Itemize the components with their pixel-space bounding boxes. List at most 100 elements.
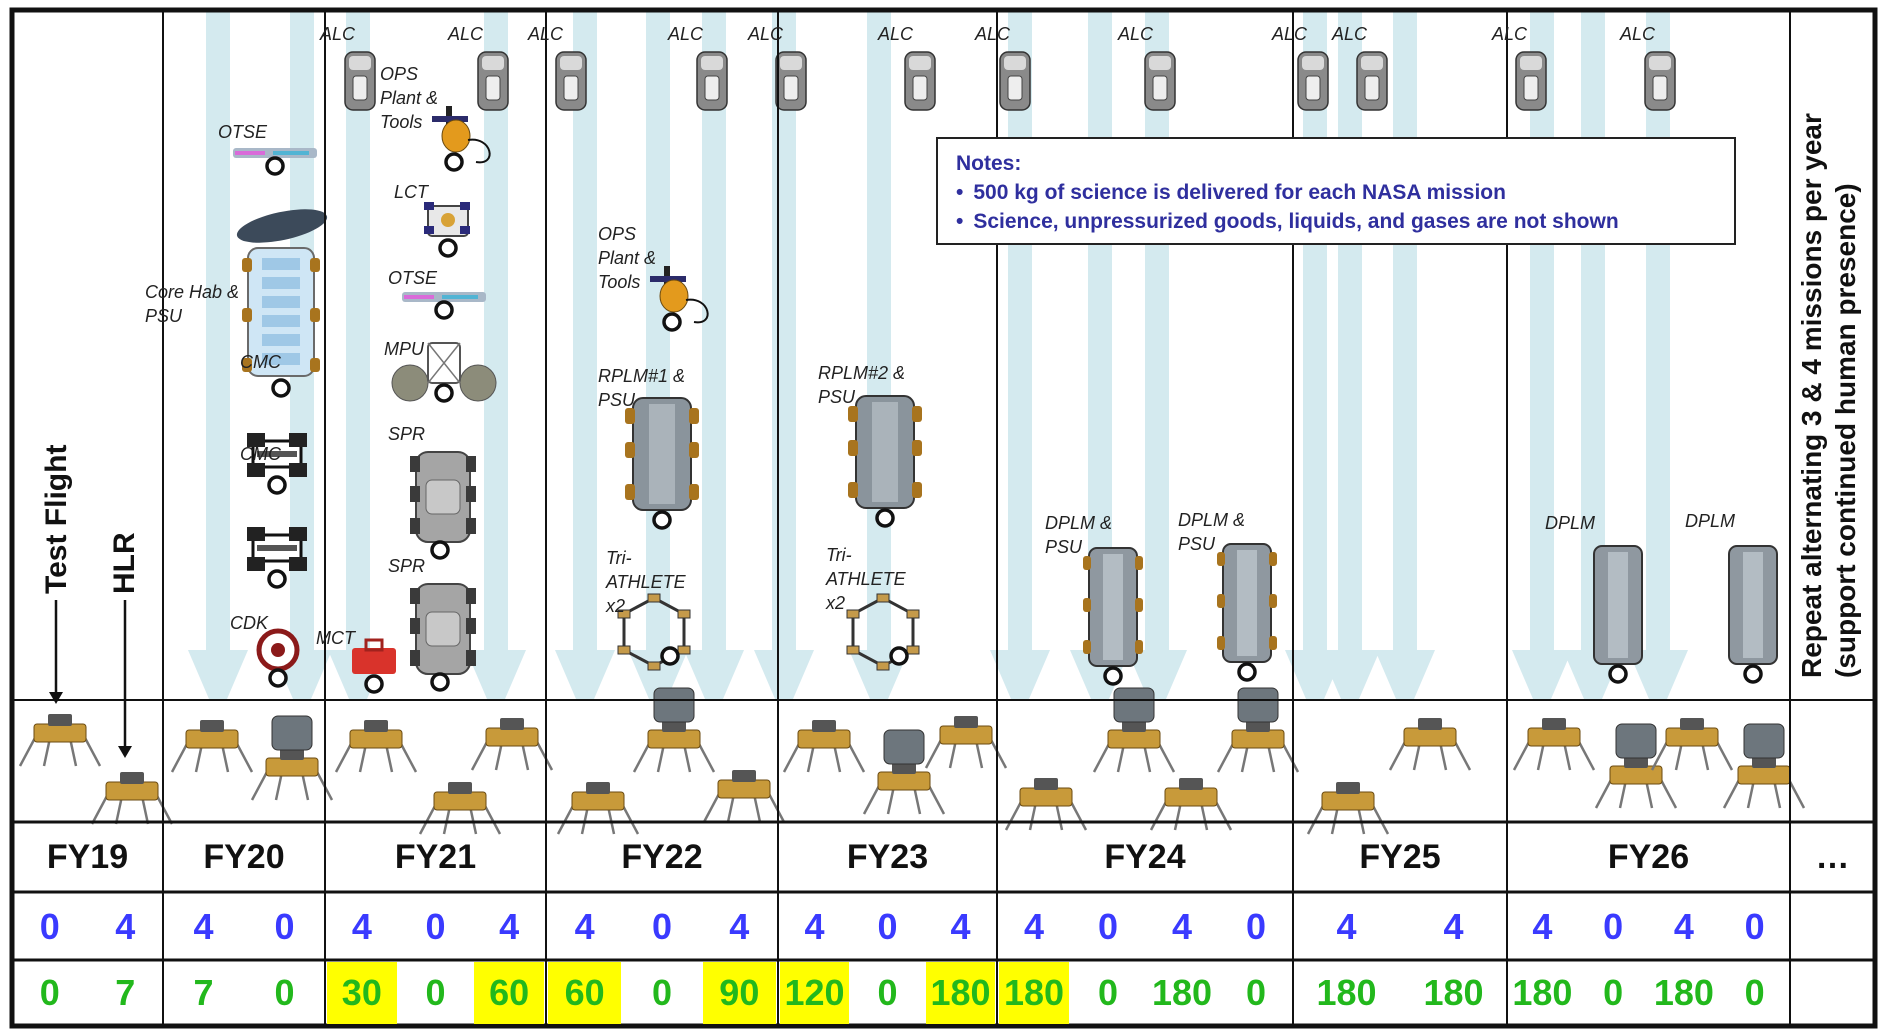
lander-legs [418,803,502,835]
docking-ring-icon [889,646,909,666]
dplm-thruster [1083,556,1091,570]
dplm-thruster [1269,594,1277,608]
lander-top [1418,718,1442,730]
lander-deck [1737,765,1791,785]
rplm-thruster [912,482,922,498]
hab-thruster [242,308,252,322]
spr-wheel [466,650,476,666]
lander-icon [170,720,254,773]
dplm-thruster [1217,552,1225,566]
rplm-thruster [625,408,635,424]
otse-stripe [404,295,434,299]
spr-hatch [425,611,461,647]
hab-panel [262,334,300,346]
lander-top [1542,718,1566,730]
lander-icon [1388,718,1472,771]
docking-ring-icon [265,156,285,176]
dplm-module-icon [1217,543,1277,682]
ops-arm [432,116,468,122]
lander-deck [1107,729,1161,749]
alc-cap [349,56,371,70]
alc-window [912,75,928,101]
rplm-thruster [848,482,858,498]
hab-thruster [310,258,320,272]
alc-window [485,75,501,101]
lct-icon [424,202,470,258]
alc-cap [1649,56,1671,70]
lander-deck [717,779,771,799]
lander-legs [782,741,866,773]
background-arrow [1285,10,1345,720]
lct-wheel [460,202,470,210]
lander-legs [556,803,640,835]
cmc-wheel [247,557,265,571]
lander-top [280,748,304,760]
lander-legs [1388,739,1472,771]
lander-deck [1665,727,1719,747]
lct-wheel [424,202,434,210]
lander-deck [433,791,487,811]
lander-top [1680,718,1704,730]
spr-wheel [466,456,476,472]
lander-deck [349,729,403,749]
alc-canister-icon [1644,51,1676,111]
background-arrow [328,10,388,720]
lander-top [1122,720,1146,732]
alc-cap [1004,56,1026,70]
docking-ring-icon [434,383,454,403]
lander-legs [1149,799,1233,831]
lander-legs [1650,739,1734,771]
lander-top [732,770,756,782]
cmc-bar [257,451,297,457]
alc-cap [701,56,723,70]
tri-athlete-icon [617,593,691,671]
docking-ring-icon [1743,664,1763,684]
mct-box [352,648,396,674]
lander-top [448,782,472,794]
docking-ring-icon [1237,662,1257,682]
otse-stripe [442,295,478,299]
hab-panel [262,353,300,365]
lander-icon [1512,718,1596,771]
lander-cargo [1237,687,1279,723]
background-arrow [684,10,744,720]
lander-deck [647,729,701,749]
docking-ring-icon [267,475,287,495]
ops-body [441,119,471,153]
alc-cap [1520,56,1542,70]
mpu-dish [459,364,497,402]
lander-cargo [1743,723,1785,759]
alc-cap [1149,56,1171,70]
lander-top [364,720,388,732]
lander-top [662,720,686,732]
docking-ring-icon [662,312,682,332]
spr-wheel [410,588,420,604]
dplm-thruster [1217,636,1225,650]
lander-icon [924,716,1008,769]
dplm-thruster [1217,594,1225,608]
lander-legs [1092,741,1176,773]
alc-window [1007,75,1023,101]
alc-canister-icon [1144,51,1176,111]
lct-wheel [460,226,470,234]
lander-icon [334,720,418,773]
spr-wheel [466,518,476,534]
dplm-module-icon [1083,547,1143,686]
background-arrow [1375,10,1435,720]
hab-panel [262,277,300,289]
rplm-thruster [848,440,858,456]
docking-ring-icon [268,668,288,688]
lander-icon [90,772,174,825]
background-arrow [754,10,814,720]
dplm-panel [1237,550,1257,656]
lander-top [1752,756,1776,768]
rplm-module-icon [625,397,699,530]
outer-frame [9,7,1878,1029]
tri-leg [617,645,631,655]
hab-panel [262,258,300,270]
alc-cap [1302,56,1324,70]
ops-plant-tools-icon [650,266,709,332]
rplm-thruster [689,408,699,424]
tri-leg [846,609,860,619]
alc-canister-icon [1297,51,1329,111]
